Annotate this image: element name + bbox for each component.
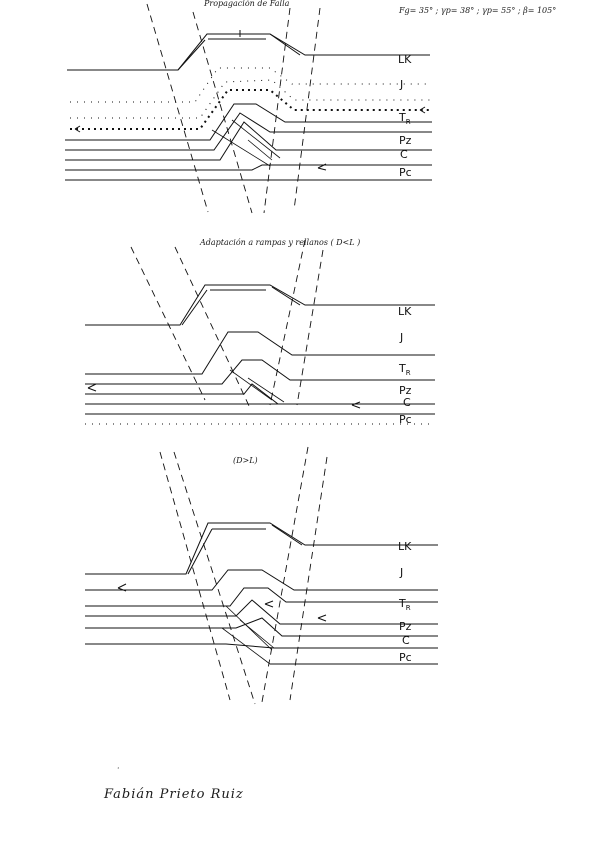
layer-label-pc: Pc <box>399 413 412 426</box>
layer-label-j: J <box>400 78 404 91</box>
layer-label-c: C <box>402 634 410 647</box>
panel-case-d-greater-l <box>85 446 438 705</box>
layer-label-tr: TR <box>399 111 411 127</box>
layer-label-tr: TR <box>399 597 411 613</box>
layer-label-pc: Pc <box>399 166 412 179</box>
title-fault-propagation: Propagación de Falla <box>204 0 290 8</box>
panel-adaptation-d-less-l <box>85 239 435 425</box>
angle-parameters: Fg= 35° ; γp= 38° ; γp= 55° ; β= 105° <box>399 6 557 15</box>
layer-label-c: C <box>403 396 411 409</box>
stray-mark: · <box>117 764 120 773</box>
title-adaptation: Adaptación a rampas y rellanos ( D<L ) <box>200 238 361 247</box>
layer-label-lk: LK <box>398 540 412 553</box>
layer-label-j: J <box>400 331 404 344</box>
title-case-d-greater-l: (D>L) <box>233 456 258 465</box>
layer-label-pc: Pc <box>399 651 412 664</box>
layer-label-pz: Pz <box>399 134 412 147</box>
layer-label-pz: Pz <box>399 620 412 633</box>
layer-label-pz: Pz <box>399 384 412 397</box>
panel-fault-propagation <box>65 3 432 214</box>
layer-label-lk: LK <box>398 305 412 318</box>
layer-label-c: C <box>400 148 408 161</box>
layer-label-lk: LK <box>398 53 412 66</box>
author-signature: Fabián Prieto Ruiz <box>104 787 244 802</box>
layer-label-j: J <box>400 566 404 579</box>
layer-label-tr: TR <box>399 362 411 378</box>
